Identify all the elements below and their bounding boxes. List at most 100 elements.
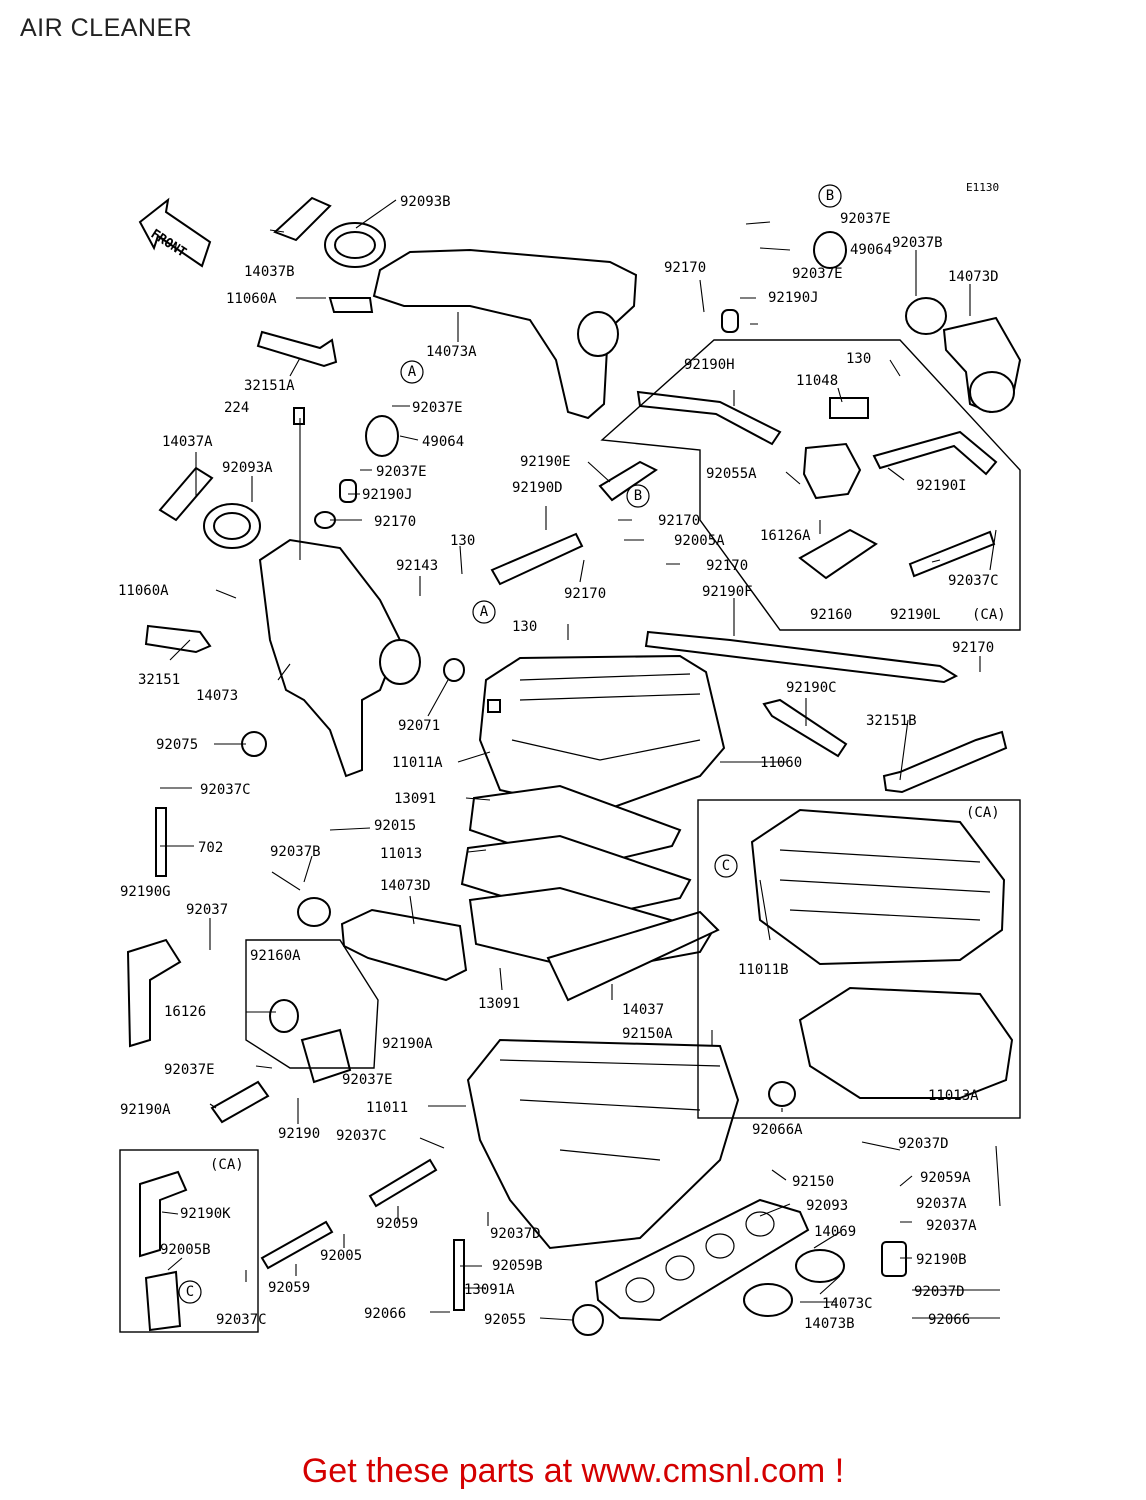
part-label: 92037E [376,464,427,480]
part-label: 92037E [840,211,891,227]
part-label: 14069 [814,1224,856,1240]
part-label: 92093A [222,460,273,476]
part-label: 92093 [806,1198,848,1214]
part-label: 92170 [564,586,606,602]
part-label: 13091 [394,791,436,807]
part-label: 92190F [702,584,753,600]
part-label: 92190D [512,480,563,496]
part-label: 92037E [792,266,843,282]
part-label: 92037D [490,1226,541,1242]
ca-region-lower-left [119,1149,259,1333]
part-label: 92055 [484,1312,526,1328]
part-label: 92037A [916,1196,967,1212]
part-label: 11060A [118,583,169,599]
part-label: 92190B [916,1252,967,1268]
part-label: 92075 [156,737,198,753]
air-cleaner-case [466,1038,740,1250]
footer-promo-text: Get these parts at www.cmsnl.com ! [301,1452,845,1490]
part-label: 92066 [364,1306,406,1322]
part-label: 14037B [244,264,295,280]
callout-letter-c-right: C [722,858,730,874]
part-label: 16126A [760,528,811,544]
part-labels: 92093B 14037B 11060A 14073A 32151A 224 9… [118,194,999,1332]
part-label: 92037E [164,1062,215,1078]
part-label: 11013 [380,846,422,862]
part-label: 92190 [278,1126,320,1142]
part-label: 92037D [898,1136,949,1152]
part-label: 32151 [138,672,180,688]
part-label: 92037B [892,235,943,251]
part-label: 92150A [622,1026,673,1042]
ca-region-middle-right [697,799,1021,1119]
part-label: 92190K [180,1206,231,1222]
part-label: 92005B [160,1242,211,1258]
intake-duct-upper [372,248,638,420]
part-label: 92190L [890,607,941,623]
part-label: 92190C [786,680,837,696]
part-label: 92059 [268,1280,310,1296]
subassembly-box-16126 [245,939,379,1069]
part-label: 11013A [928,1088,979,1104]
part-label: 92015 [374,818,416,834]
page-title: AIR CLEANER [20,14,193,42]
part-label: 11048 [796,373,838,389]
part-label: 92005 [320,1248,362,1264]
part-label: 92071 [398,718,440,734]
part-label: 92170 [706,558,748,574]
part-label: 13091A [464,1282,515,1298]
part-label: 92143 [396,558,438,574]
part-label: 92190E [520,454,571,470]
intake-duct-lower [258,538,402,778]
part-label: 14073 [196,688,238,704]
part-label: 92170 [952,640,994,656]
part-label: 92037E [342,1072,393,1088]
part-label: 14073A [426,344,477,360]
part-label: 92190H [684,357,735,373]
part-label: 92005A [674,533,725,549]
leader-lines [160,199,1001,1321]
region-label-ca-upper: (CA) [972,607,1006,623]
part-label: 92190J [362,487,413,503]
part-label: 14073C [822,1296,873,1312]
figure-code: E1130 [966,181,999,194]
part-label: 14037A [162,434,213,450]
part-label: 11060A [226,291,277,307]
part-label: 224 [224,400,249,416]
region-label-ca-lower: (CA) [210,1157,244,1173]
part-label: 92037E [412,400,463,416]
part-label: 32151A [244,378,295,394]
callouts: A A B B C C [178,184,842,1304]
part-label: 49064 [422,434,464,450]
part-label: 11060 [760,755,802,771]
part-label: 130 [512,619,537,635]
part-label: 92037C [948,573,999,589]
part-label: 14037 [622,1002,664,1018]
part-label: 11011A [392,755,443,771]
callout-letter-a-upper: A [408,364,417,380]
part-label: 92037C [336,1128,387,1144]
part-label: 92059B [492,1258,543,1274]
region-label-ca-middle: (CA) [966,805,1000,821]
part-label: 92037D [914,1284,965,1300]
part-label: 14073D [948,269,999,285]
callout-letter-b-lower: B [634,488,642,504]
part-label: 11011B [738,962,789,978]
callout-letter-b-upper: B [826,188,834,204]
part-drawings [126,196,1022,1336]
part-label: 13091 [478,996,520,1012]
part-label: 11011 [366,1100,408,1116]
part-label: 92170 [664,260,706,276]
part-label: 14073B [804,1316,855,1332]
part-label: 92037C [200,782,251,798]
part-label: 92190I [916,478,967,494]
part-label: 14073D [380,878,431,894]
part-label: 92037C [216,1312,267,1328]
part-label: 92160 [810,607,852,623]
part-label: 92190J [768,290,819,306]
part-label: 92190G [120,884,171,900]
part-label: 92160A [250,948,301,964]
part-label: 130 [846,351,871,367]
part-label: 92190A [382,1036,433,1052]
part-label: 92037B [270,844,321,860]
